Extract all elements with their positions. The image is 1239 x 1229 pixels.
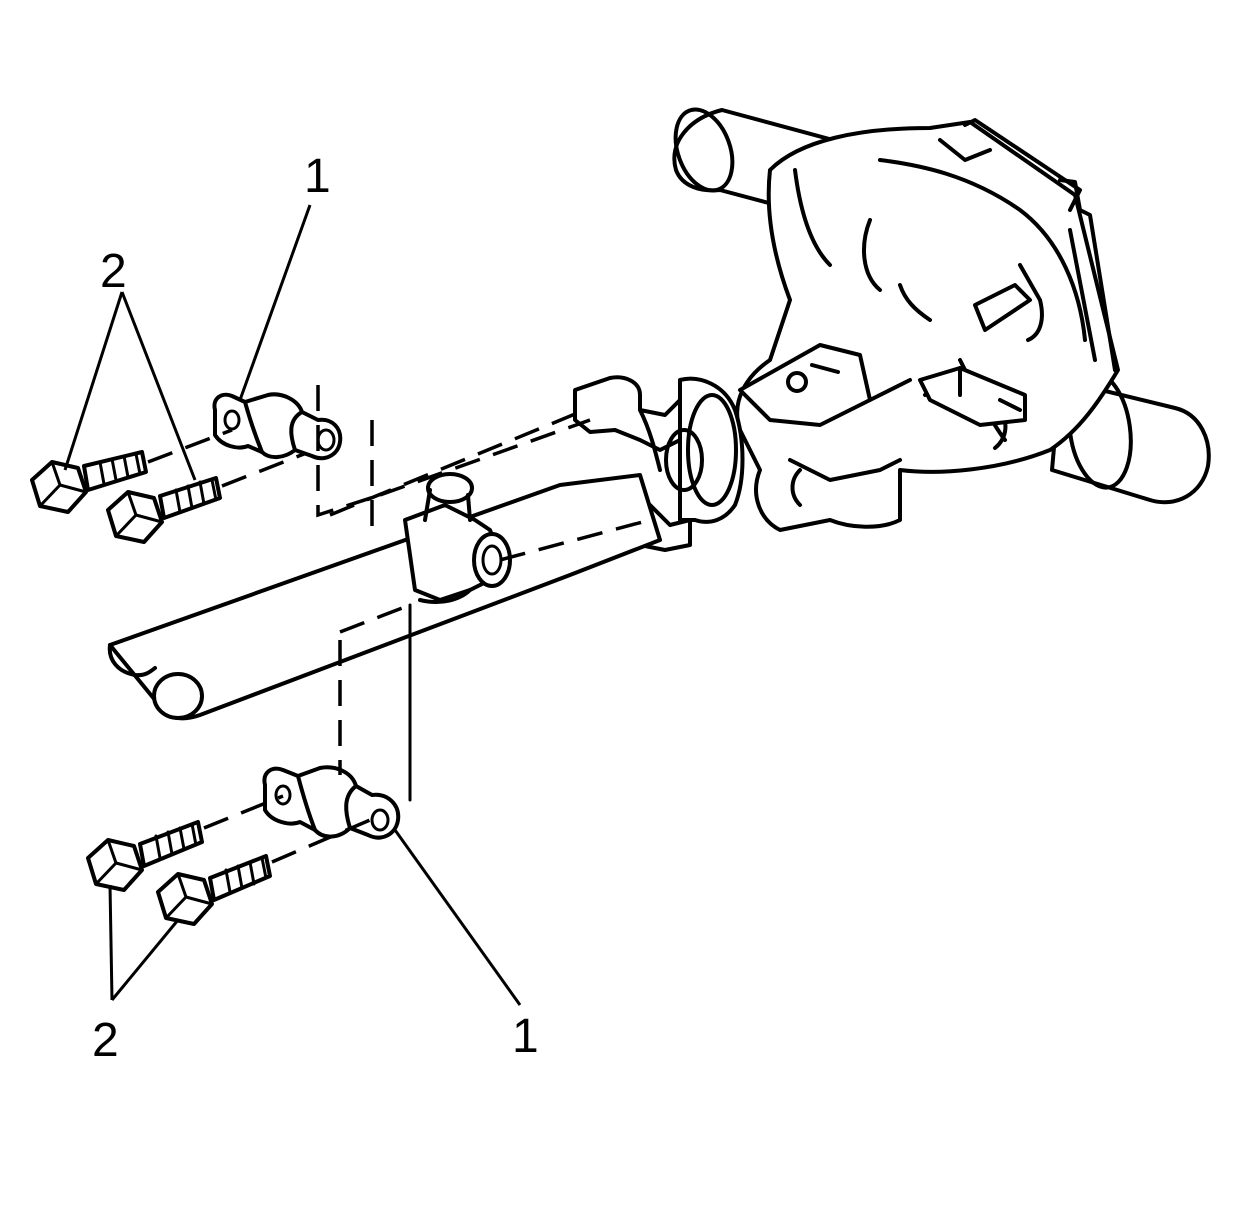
rear-axle-housing bbox=[672, 107, 1211, 532]
assembly-alignment-lines bbox=[147, 385, 651, 864]
upper-bolt-a bbox=[30, 450, 148, 514]
callout-lower-bolts: 2 bbox=[92, 1014, 119, 1067]
lower-bolt-a bbox=[86, 820, 204, 892]
propeller-shaft bbox=[107, 472, 662, 721]
upper-bolt-b bbox=[106, 476, 222, 544]
callout-upper-bolts: 2 bbox=[100, 245, 127, 298]
callout-upper-strap: 1 bbox=[304, 150, 331, 203]
leader-lines bbox=[63, 204, 522, 1006]
lower-u-joint-strap bbox=[262, 765, 401, 840]
callout-lower-strap: 1 bbox=[512, 1010, 539, 1063]
upper-u-joint-strap bbox=[212, 392, 343, 461]
lower-bolt-b bbox=[156, 854, 272, 926]
